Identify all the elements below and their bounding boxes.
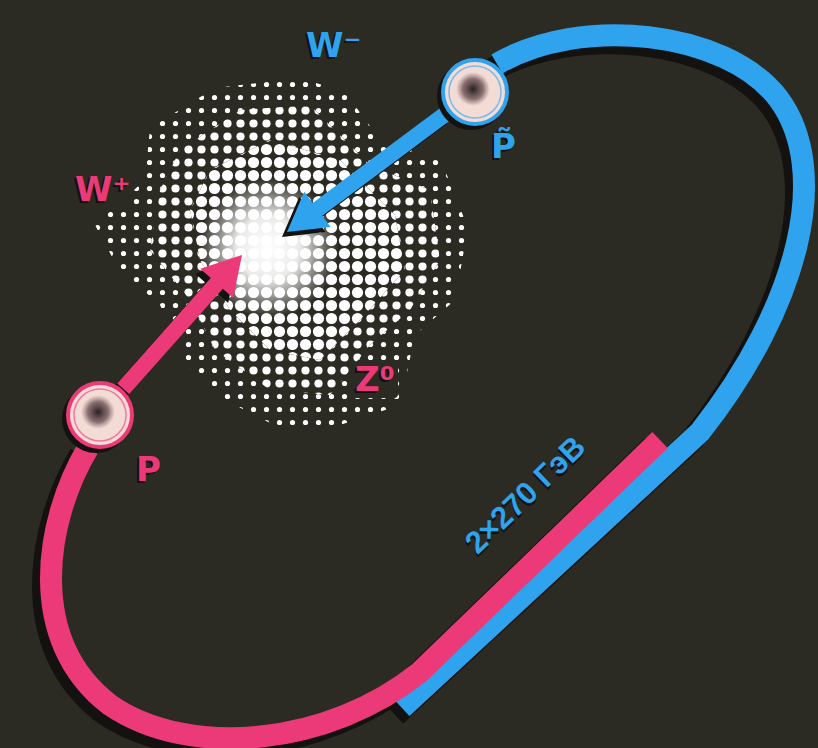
particle-label: P	[133, 452, 164, 488]
boson-label: W⁺	[72, 172, 133, 208]
collision-region: W⁻ W⁺ Z⁰	[60, 20, 480, 440]
particle-label: P̃	[488, 129, 519, 165]
antiproton-circle: P̃	[440, 57, 510, 127]
particle-circle	[65, 380, 135, 450]
proton-circle: P	[65, 380, 135, 450]
proton-ring	[51, 440, 660, 738]
collision-arrow	[112, 255, 242, 399]
antiproton-ring	[402, 35, 804, 708]
collision-arrow	[282, 107, 452, 238]
boson-label: W⁻	[303, 28, 364, 64]
ring-shadows	[44, 42, 797, 745]
boson-label: Z⁰	[352, 362, 398, 398]
particle-circle	[440, 57, 510, 127]
